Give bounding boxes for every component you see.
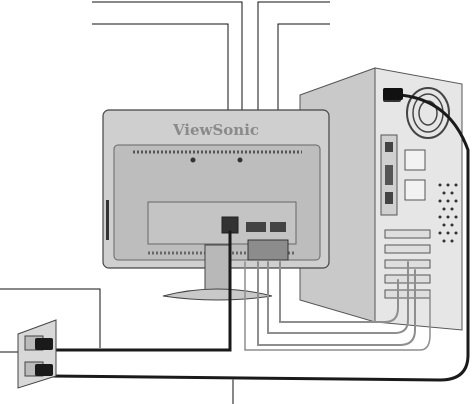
monitor-vga-port [270,222,286,232]
pc-io-port-1 [385,142,393,152]
monitor-side-buttons [106,200,109,240]
monitor-stand-base [163,289,272,300]
pc-io-port-2 [385,165,393,185]
monitor-rear: ViewSonic [103,110,329,300]
monitor-dvi-port [246,222,266,232]
monitor-connector-block [248,240,288,260]
pc-io-port-3 [385,192,393,204]
power-plug-icon-2 [35,364,53,376]
pc-power-plug-icon [383,88,403,100]
brand-logo: ViewSonic [172,121,259,139]
outlet-plate [18,320,56,388]
pc-expansion-slot-2 [405,180,425,200]
pc-expansion-slot-1 [405,150,425,170]
wall-outlet [18,320,56,388]
power-plug-icon [35,338,53,350]
